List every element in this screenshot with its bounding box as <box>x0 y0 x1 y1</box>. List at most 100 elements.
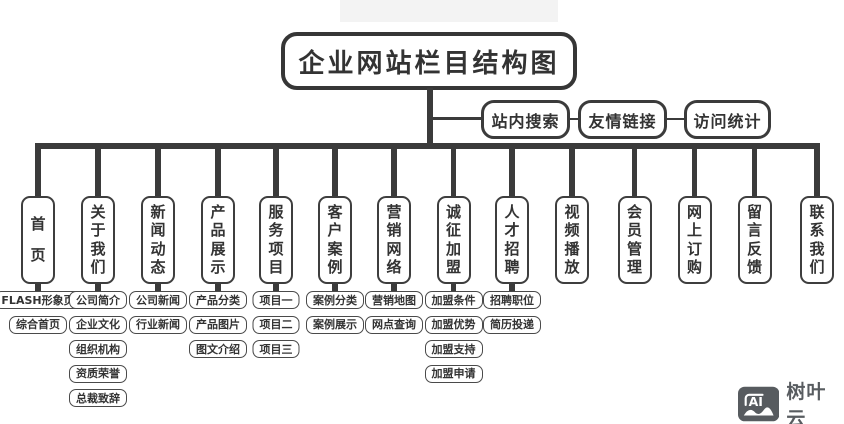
connector-child-stub <box>273 284 279 291</box>
column-label-char: 户 <box>327 221 343 240</box>
column-label-char: 动 <box>150 239 166 258</box>
column-label-char: 示 <box>210 257 226 276</box>
column-box: 留言反馈 <box>737 196 772 284</box>
connector-child-stub <box>155 284 161 291</box>
child-box: 产品分类 <box>189 291 247 309</box>
connector-column-drop <box>35 147 41 196</box>
column-label-char: 理 <box>626 257 642 276</box>
child-box: 企业文化 <box>69 315 127 334</box>
connector-top-link <box>570 117 578 120</box>
watermark: AI 树叶云 <box>738 377 844 424</box>
connector-child-stub <box>35 284 41 291</box>
connector-bus <box>35 143 820 149</box>
column-label-char: 馈 <box>746 257 762 276</box>
column-label-char: 网 <box>686 203 702 222</box>
child-box: 公司新闻 <box>129 291 187 309</box>
column-box: 新闻动态 <box>141 196 175 284</box>
child-box: 项目一 <box>252 291 300 309</box>
child-box: 图文介绍 <box>189 340 247 358</box>
column-label-char: 留 <box>746 203 762 222</box>
connector-column-drop <box>691 147 698 196</box>
column-label-char: 们 <box>809 257 825 276</box>
connector-column-drop <box>751 147 758 196</box>
child-box: 综合首页 <box>9 315 67 334</box>
column-label-char: 务 <box>268 221 284 240</box>
column-box: 网上订购 <box>677 196 712 284</box>
connector-child-stub <box>332 284 338 291</box>
column-label-char: 盟 <box>445 257 461 276</box>
column-label-char: 项 <box>268 239 284 258</box>
ai-logo-icon: AI <box>738 386 780 422</box>
column-label-char: 加 <box>445 239 461 258</box>
top-link-box: 访问统计 <box>684 100 771 139</box>
child-box: 行业新闻 <box>129 315 187 334</box>
column-label-char: 播 <box>564 239 580 258</box>
brand-name: 树叶云 <box>786 381 827 424</box>
child-box: 案例展示 <box>306 315 364 334</box>
column-label-char: 放 <box>564 257 580 276</box>
column-label-char: 言 <box>746 221 762 240</box>
child-box: 总裁致辞 <box>69 389 127 407</box>
connector-child-stub <box>509 284 515 291</box>
child-box: 招聘职位 <box>483 291 541 309</box>
column-box: 诚征加盟 <box>436 196 471 284</box>
column-label-char: 展 <box>210 239 226 258</box>
column-label-char: 订 <box>686 239 702 258</box>
child-box: 加盟优势 <box>424 315 483 334</box>
column-label-char: 管 <box>626 239 642 258</box>
connector-top-link <box>667 117 684 120</box>
connector-column-drop <box>450 147 457 196</box>
column-label-char: 我 <box>809 239 825 258</box>
column-label-char: 网 <box>386 239 402 258</box>
connector-column-drop <box>215 147 221 196</box>
child-box: 资质荣誉 <box>69 364 127 383</box>
child-box: 简历投递 <box>483 315 541 334</box>
background-artifact <box>340 0 558 22</box>
column-label-char: 频 <box>564 221 580 240</box>
column-label-char: 首 <box>30 215 46 234</box>
top-link-box: 友情链接 <box>578 100 667 139</box>
child-box: 网点查询 <box>365 315 423 334</box>
column-label-char: 我 <box>90 239 106 258</box>
connector-child-stub <box>95 284 101 291</box>
column-label-char: 系 <box>809 221 825 240</box>
connector-column-drop <box>814 147 820 196</box>
connector-child-stub <box>450 284 457 291</box>
column-box: 人才招聘 <box>495 196 529 284</box>
column-label-char: 案 <box>327 239 343 258</box>
connector-column-drop <box>95 147 101 196</box>
column-label-char: 态 <box>150 257 166 276</box>
column-label-char: 目 <box>268 257 284 276</box>
column-label-char: 新 <box>150 203 166 222</box>
column-label-char: 络 <box>386 257 402 276</box>
column-box: 关于我们 <box>81 196 115 284</box>
column-label-char: 服 <box>268 203 284 222</box>
column-box: 首页 <box>21 196 55 284</box>
column-label-char: 才 <box>504 221 520 240</box>
svg-text:AI: AI <box>749 394 763 409</box>
column-label-char: 客 <box>327 203 343 222</box>
column-label-char: 视 <box>564 203 580 222</box>
connector-trunk <box>426 88 433 145</box>
child-box: 组织机构 <box>69 340 127 358</box>
chart-title: 企业网站栏目结构图 <box>298 48 560 79</box>
column-label-char: 于 <box>90 221 106 240</box>
column-box: 产品展示 <box>201 196 235 284</box>
child-box: 加盟条件 <box>424 291 483 309</box>
child-box: 产品图片 <box>189 315 247 334</box>
column-label-char: 页 <box>30 245 46 264</box>
column-label-char: 购 <box>686 257 702 276</box>
connector-child-stub <box>215 284 221 291</box>
connector-column-drop <box>569 147 575 196</box>
column-label-char: 产 <box>210 203 226 222</box>
column-label-char: 会 <box>626 203 642 222</box>
child-box: 项目二 <box>252 315 300 334</box>
connector-column-drop <box>332 147 338 196</box>
child-box: 案例分类 <box>306 291 364 309</box>
child-box: 加盟支持 <box>424 340 483 358</box>
column-label-char: 征 <box>445 221 461 240</box>
column-box: 服务项目 <box>259 196 293 284</box>
connector-column-drop <box>391 147 397 196</box>
column-label-char: 诚 <box>445 203 461 222</box>
